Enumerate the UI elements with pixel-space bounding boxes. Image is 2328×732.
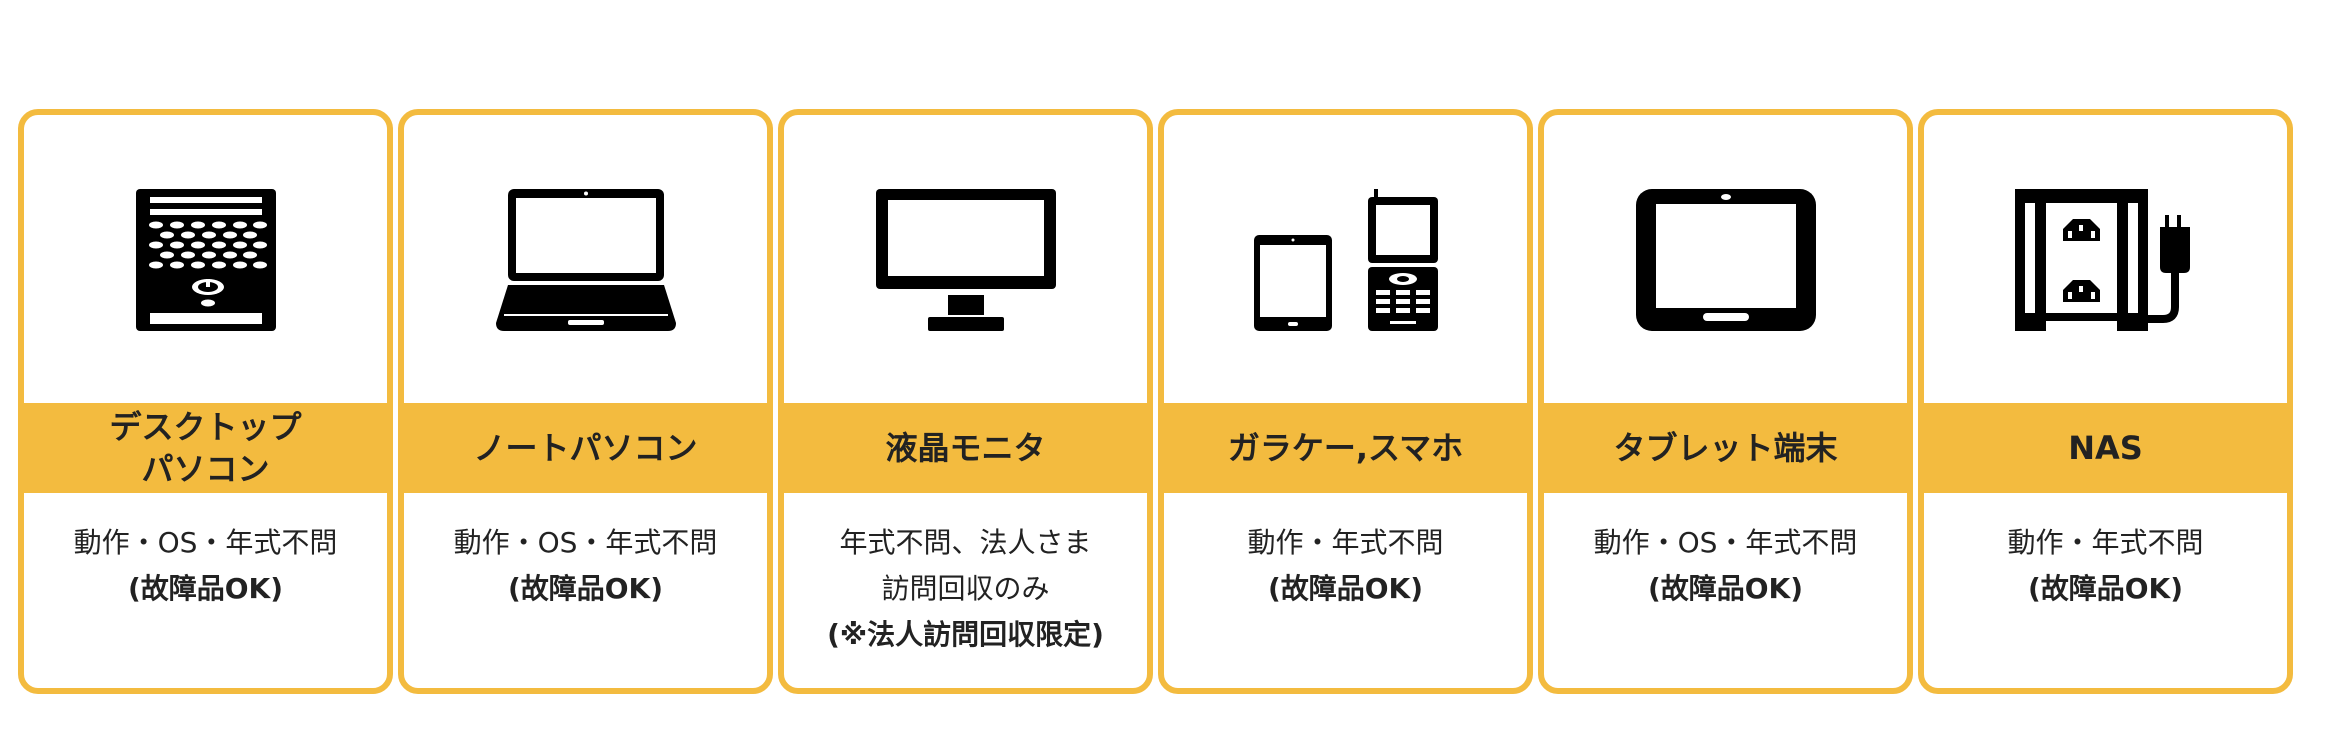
card-description: 動作・OS・年式不問 (故障品OK) (404, 520, 767, 612)
card-note: (故障品OK) (1267, 572, 1424, 605)
card-tablet[interactable]: タブレット端末 動作・OS・年式不問 (故障品OK) (1538, 109, 1913, 694)
card-title-line: タブレット端末 (1613, 429, 1838, 467)
device-card-list: デスクトップ パソコン 動作・OS・年式不問 (故障品OK) ノートパソコン 動… (18, 109, 2293, 694)
card-title: 液晶モニタ (784, 403, 1147, 493)
card-note: (故障品OK) (2027, 572, 2184, 605)
phones-icon (1164, 185, 1527, 335)
card-description-line: 動作・年式不問 (1247, 526, 1444, 559)
card-note: (※法人訪問回収限定) (827, 618, 1104, 651)
card-lcd-monitor[interactable]: 液晶モニタ 年式不問、法人さま 訪問回収のみ (※法人訪問回収限定) (778, 109, 1153, 694)
card-description: 動作・年式不問 (故障品OK) (1924, 520, 2287, 612)
card-title: ガラケー,スマホ (1164, 403, 1527, 493)
card-laptop[interactable]: ノートパソコン 動作・OS・年式不問 (故障品OK) (398, 109, 773, 694)
card-title-line: デスクトップ (109, 408, 302, 446)
card-nas[interactable]: NAS 動作・年式不問 (故障品OK) (1918, 109, 2293, 694)
card-title: NAS (1924, 403, 2287, 493)
card-description-line: 訪問回収のみ (881, 572, 1050, 605)
nas-icon (1924, 185, 2287, 335)
card-title: デスクトップ パソコン (24, 403, 387, 493)
card-title-line: ガラケー,スマホ (1227, 429, 1464, 467)
card-description: 年式不問、法人さま 訪問回収のみ (※法人訪問回収限定) (784, 520, 1147, 658)
card-description-line: 動作・年式不問 (2007, 526, 2204, 559)
card-note: (故障品OK) (127, 572, 284, 605)
card-description: 動作・OS・年式不問 (故障品OK) (24, 520, 387, 612)
card-description-line: 動作・OS・年式不問 (453, 526, 718, 559)
card-title-line: ノートパソコン (473, 429, 698, 467)
card-title-line: パソコン (141, 450, 270, 488)
card-title-line: NAS (2068, 429, 2143, 467)
card-title-line: 液晶モニタ (885, 429, 1046, 467)
card-feature-phone-smartphone[interactable]: ガラケー,スマホ 動作・年式不問 (故障品OK) (1158, 109, 1533, 694)
monitor-icon (784, 185, 1147, 335)
card-description: 動作・OS・年式不問 (故障品OK) (1544, 520, 1907, 612)
card-desktop-pc[interactable]: デスクトップ パソコン 動作・OS・年式不問 (故障品OK) (18, 109, 393, 694)
tablet-icon (1544, 185, 1907, 335)
card-description: 動作・年式不問 (故障品OK) (1164, 520, 1527, 612)
card-description-line: 年式不問、法人さま (839, 526, 1092, 559)
card-title: タブレット端末 (1544, 403, 1907, 493)
card-note: (故障品OK) (1647, 572, 1804, 605)
desktop-pc-icon (24, 185, 387, 335)
card-description-line: 動作・OS・年式不問 (73, 526, 338, 559)
card-title: ノートパソコン (404, 403, 767, 493)
card-description-line: 動作・OS・年式不問 (1593, 526, 1858, 559)
laptop-icon (404, 185, 767, 335)
card-note: (故障品OK) (507, 572, 664, 605)
